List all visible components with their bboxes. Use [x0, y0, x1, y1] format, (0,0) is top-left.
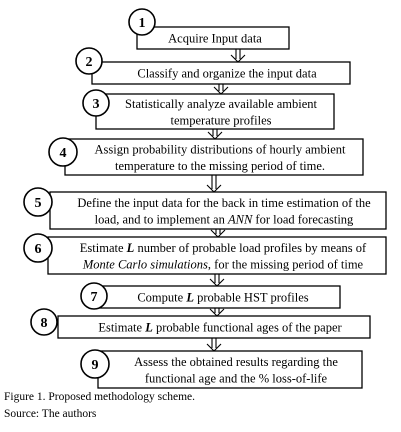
- step-2-text: Classify and organize the input data: [137, 67, 317, 81]
- step-1-box: [136, 26, 290, 50]
- step-7-number: 7: [91, 290, 98, 305]
- step-3-text: Statistically analyze available ambient: [125, 97, 317, 111]
- step-8-text: Estimate L probable functional ages of t…: [98, 321, 342, 335]
- connector-arrow: [209, 274, 225, 287]
- step-2-number: 2: [86, 55, 93, 70]
- step-3-number: 3: [93, 97, 100, 112]
- step-4-box: [64, 138, 364, 176]
- step-9-text: Assess the obtained results regarding th…: [134, 355, 338, 369]
- step-7-text: Compute L probable HST profiles: [137, 291, 308, 305]
- step-4-text: temperature to the missing period of tim…: [115, 159, 325, 173]
- step-6-box: [47, 236, 387, 275]
- connector-arrow: [209, 308, 225, 317]
- step-5-number-badge: [23, 187, 53, 217]
- step-3-box: [95, 93, 335, 130]
- step-4-number: 4: [60, 146, 67, 161]
- step-6-number-badge: [23, 233, 53, 263]
- step-1-number: 1: [139, 16, 146, 31]
- step-9-text: functional age and the % loss-of-life: [145, 371, 328, 385]
- step-5-text: load, and to implement an ANN for load f…: [95, 212, 354, 226]
- step-5-text: Define the input data for the back in ti…: [77, 196, 371, 210]
- connector-arrow: [207, 129, 223, 140]
- connector-arrow: [230, 49, 246, 63]
- step-6-number: 6: [35, 242, 42, 257]
- step-6-text: Monte Carlo simulations, for the missing…: [82, 257, 364, 271]
- step-9-number: 9: [92, 358, 99, 373]
- figure-caption: Figure 1. Proposed methodology scheme.: [4, 391, 196, 403]
- step-8-box: [57, 315, 371, 339]
- step-8-number: 8: [41, 316, 48, 331]
- step-5-box: [49, 191, 387, 230]
- step-9-box: [97, 350, 363, 389]
- connector-arrow: [206, 175, 222, 193]
- step-8-number-badge: [30, 308, 58, 336]
- step-4-number-badge: [48, 137, 78, 167]
- step-3-text: temperature profiles: [171, 113, 272, 127]
- step-9-number-badge: [80, 349, 110, 379]
- connector-arrow: [213, 84, 229, 95]
- step-1-text: Acquire Input data: [168, 32, 262, 46]
- step-7-number-badge: [80, 282, 108, 310]
- step-4-text: Assign probability distributions of hour…: [94, 142, 346, 156]
- step-2-number-badge: [75, 47, 103, 75]
- step-5-number: 5: [35, 196, 42, 211]
- source-caption: Source: The authors: [4, 408, 97, 420]
- step-1-number-badge: [128, 8, 156, 36]
- step-6-text: Estimate L number of probable load profi…: [80, 241, 367, 255]
- connector-arrow: [206, 338, 222, 352]
- step-3-number-badge: [82, 89, 110, 117]
- connector-arrow: [210, 229, 226, 238]
